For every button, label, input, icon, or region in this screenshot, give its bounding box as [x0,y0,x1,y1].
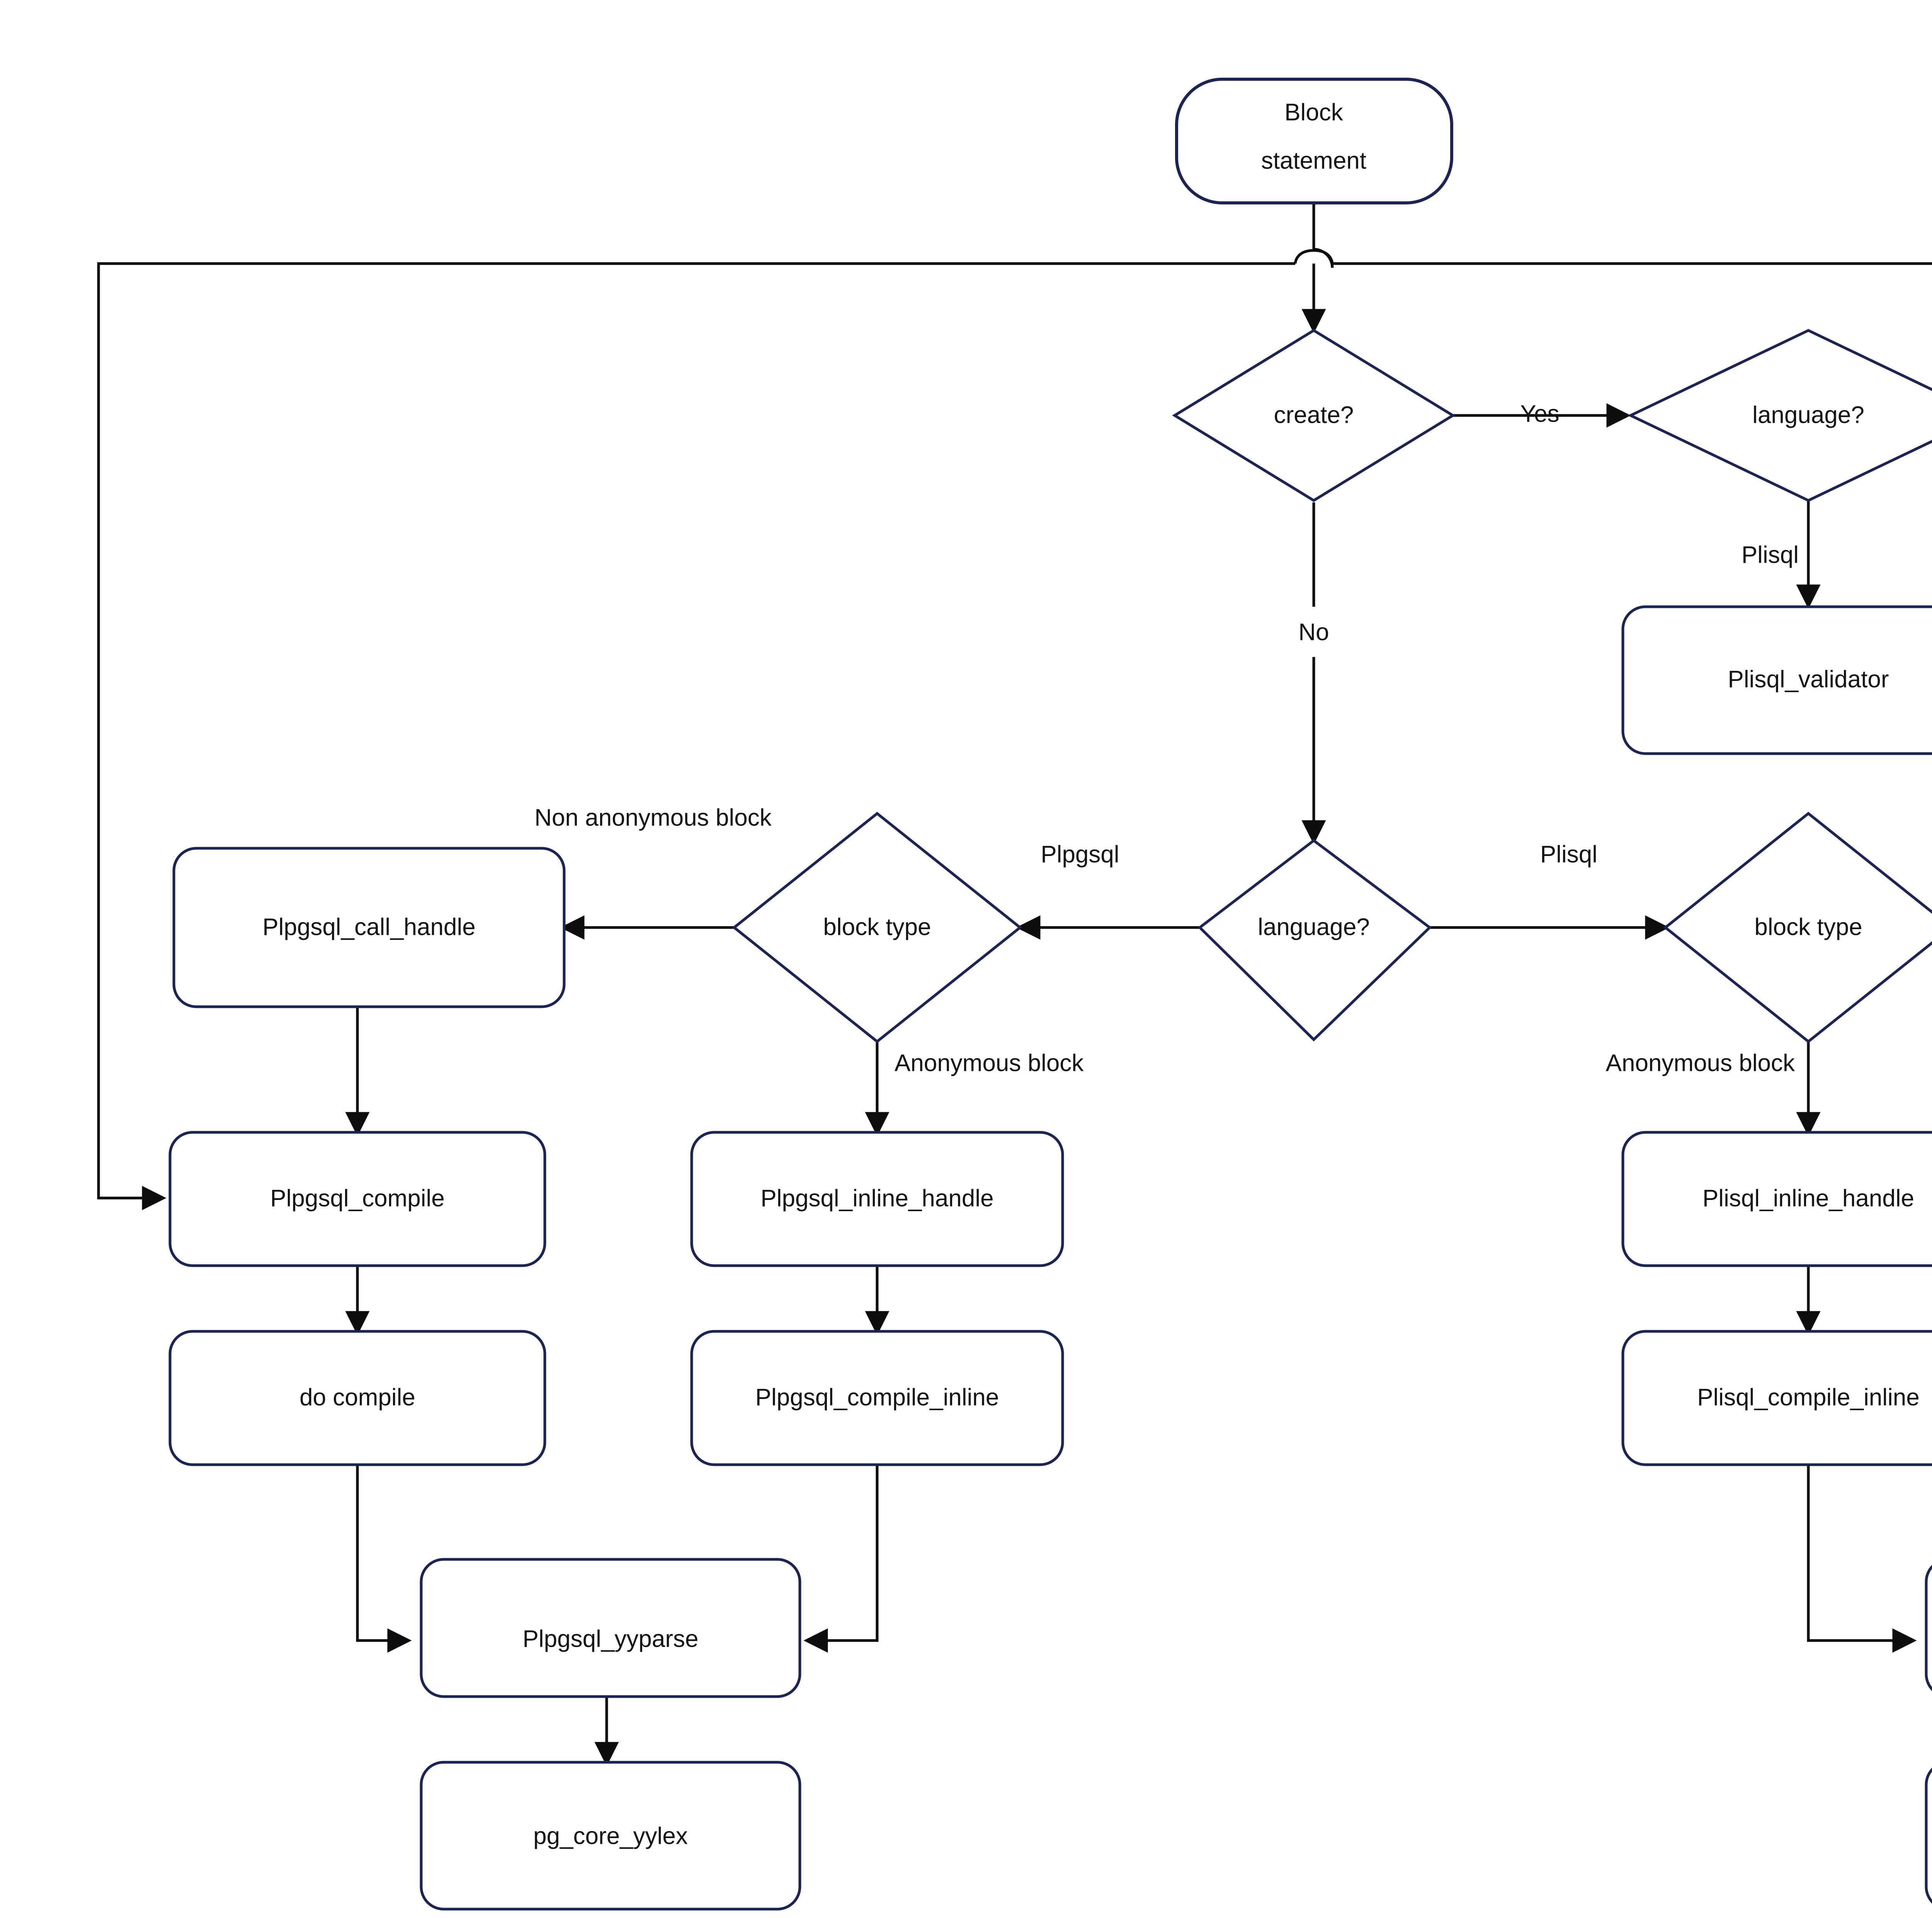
node-language-decision-top[interactable]: language? [1627,329,1932,502]
node-do-compile-left[interactable]: do compile [168,1330,546,1466]
node-block-type-right[interactable]: block type [1663,812,1932,1043]
node-create-decision[interactable]: create? [1172,328,1456,502]
edge-label-plisql-mid: Plisql [1540,841,1597,868]
edge-label-plpgsql-mid: Plpgsql [1041,841,1119,868]
node-block-statement-label-line1: Block [1284,99,1344,126]
node-language-decision-mid[interactable]: language? [1197,839,1432,1042]
edge-label-anon-right: Anonymous block [1606,1050,1795,1076]
node-create-decision-label: create? [1274,402,1354,428]
node-pg-core-yylex[interactable]: pg_core_yylex [420,1761,801,1911]
node-pg-core-yylex-label: pg_core_yylex [533,1823,688,1849]
edge-label-anon-left: Anonymous block [895,1050,1084,1076]
edge-top-loop-left [97,262,1295,1210]
node-plisql-yyparse[interactable]: Plisql_yyparse [1925,1559,1932,1697]
node-plisql-inline-handle-label: Plisql_inline_handle [1702,1185,1914,1212]
node-block-type-right-label: block type [1754,914,1862,940]
edge-top-loop-right [1332,262,1932,265]
node-block-statement[interactable]: Block statement [1175,78,1453,204]
node-plpgsql-call-handle[interactable]: Plpgsql_call_handle [172,847,566,1008]
edge-blockstatement-to-create [1295,201,1332,329]
node-plpgsql-inline-handle-label: Plpgsql_inline_handle [760,1185,993,1212]
node-plpgsql-compile-label: Plpgsql_compile [270,1185,444,1212]
node-language-decision-mid-label: language? [1258,914,1370,940]
nodes-layer: Block statement create? language? Plpgsq… [168,78,1932,1911]
node-plpgsql-yyparse[interactable]: Plpgsql_yyparse [420,1558,801,1698]
edge-label-non-anon-left: Non anonymous block [534,804,772,831]
node-plpgsql-call-handle-label: Plpgsql_call_handle [262,914,476,940]
node-plpgsql-compile-inline[interactable]: Plpgsql_compile_inline [690,1330,1064,1466]
edge-label-yes: Yes [1520,400,1559,427]
node-block-type-left-label: block type [823,914,931,940]
node-plisql-validator[interactable]: Plisql_validator [1621,605,1932,755]
edge-plpgsqlcompileinline-to-yyparse [803,1465,879,1653]
node-plisql-validator-label: Plisql_validator [1728,666,1889,693]
edge-plisqlcompileinline-to-yyparse [1807,1465,1917,1653]
node-plisql-compile-inline-label: Plisql_compile_inline [1697,1384,1920,1411]
node-ora-core-yylex[interactable]: ora_core_yylex [1925,1762,1932,1909]
node-do-compile-left-label: do compile [299,1384,415,1411]
node-plisql-inline-handle[interactable]: Plisql_inline_handle [1621,1131,1932,1267]
node-block-statement-label-line2: statement [1261,147,1366,174]
node-plpgsql-compile[interactable]: Plpgsql_compile [168,1131,546,1267]
edge-labels-layer: Yes No Plpgsql Plisql Plpgsql Plisql Non… [534,400,1799,1076]
node-language-decision-top-label: language? [1752,402,1864,428]
node-plpgsql-inline-handle[interactable]: Plpgsql_inline_handle [690,1131,1064,1267]
node-block-type-left[interactable]: block type [732,812,1022,1043]
edge-docompileleft-to-plpgsqlyyparse [356,1465,412,1653]
node-plpgsql-yyparse-label: Plpgsql_yyparse [523,1625,699,1652]
edge-label-no: No [1298,619,1329,645]
node-plisql-compile-inline[interactable]: Plisql_compile_inline [1621,1330,1932,1466]
node-plpgsql-compile-inline-label: Plpgsql_compile_inline [755,1384,999,1411]
edge-label-plisql-top: Plisql [1742,541,1799,568]
